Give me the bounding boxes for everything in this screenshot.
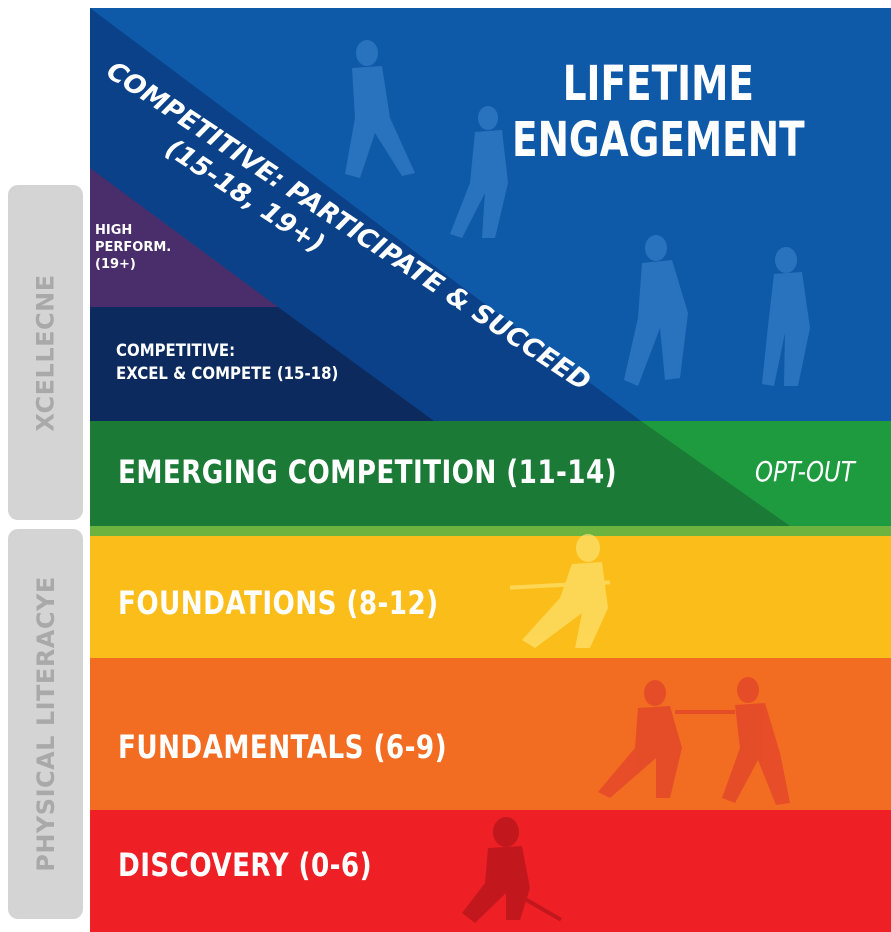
- physical-literacy-side-tab: PHYSICAL LITERACYE: [8, 529, 83, 919]
- excellence-side-tab: XCELLECNE: [8, 185, 83, 520]
- high-performance-line-1: HIGH: [95, 223, 133, 238]
- high-performance-line-2: PERFORM.: [95, 240, 172, 255]
- discovery-player-silhouette: [462, 817, 562, 923]
- foundations-band: [90, 536, 891, 658]
- high-performance-band: [90, 168, 278, 307]
- foundations-label: FOUNDATIONS (8-12): [118, 584, 439, 622]
- transition-strip: [90, 526, 891, 536]
- foundations-player-silhouette: [509, 534, 611, 648]
- physical-literacy-side-label: PHYSICAL LITERACYE: [31, 576, 60, 872]
- emerging-competition-label: EMERGING COMPETITION (11-14): [118, 453, 618, 491]
- lifetime-engagement-label: LIFETIME ENGAGEMENT: [512, 56, 805, 168]
- player-silhouettes-blue: [345, 40, 810, 386]
- competitive-excel-line-1: COMPETITIVE:: [116, 341, 236, 361]
- opt-out-band: [641, 421, 891, 526]
- lifetime-engagement-line-2: ENGAGEMENT: [512, 112, 805, 168]
- ltad-pyramid: [90, 8, 891, 932]
- competitive-excel-band: [90, 307, 434, 421]
- high-performance-line-3: (19+): [95, 257, 136, 272]
- excellence-side-label: XCELLECNE: [31, 273, 60, 432]
- discovery-label: DISCOVERY (0-6): [118, 846, 372, 884]
- competitive-excel-label: COMPETITIVE: EXCEL & COMPETE (15-18): [116, 340, 338, 386]
- lifetime-engagement-line-1: LIFETIME: [562, 56, 754, 112]
- opt-out-label: OPT-OUT: [755, 455, 855, 488]
- high-performance-label: HIGH PERFORM. (19+): [95, 222, 171, 273]
- competitive-excel-line-2: EXCEL & COMPETE (15-18): [116, 364, 339, 384]
- fundamentals-label: FUNDAMENTALS (6-9): [118, 728, 447, 766]
- fundamentals-player-silhouettes: [598, 677, 790, 805]
